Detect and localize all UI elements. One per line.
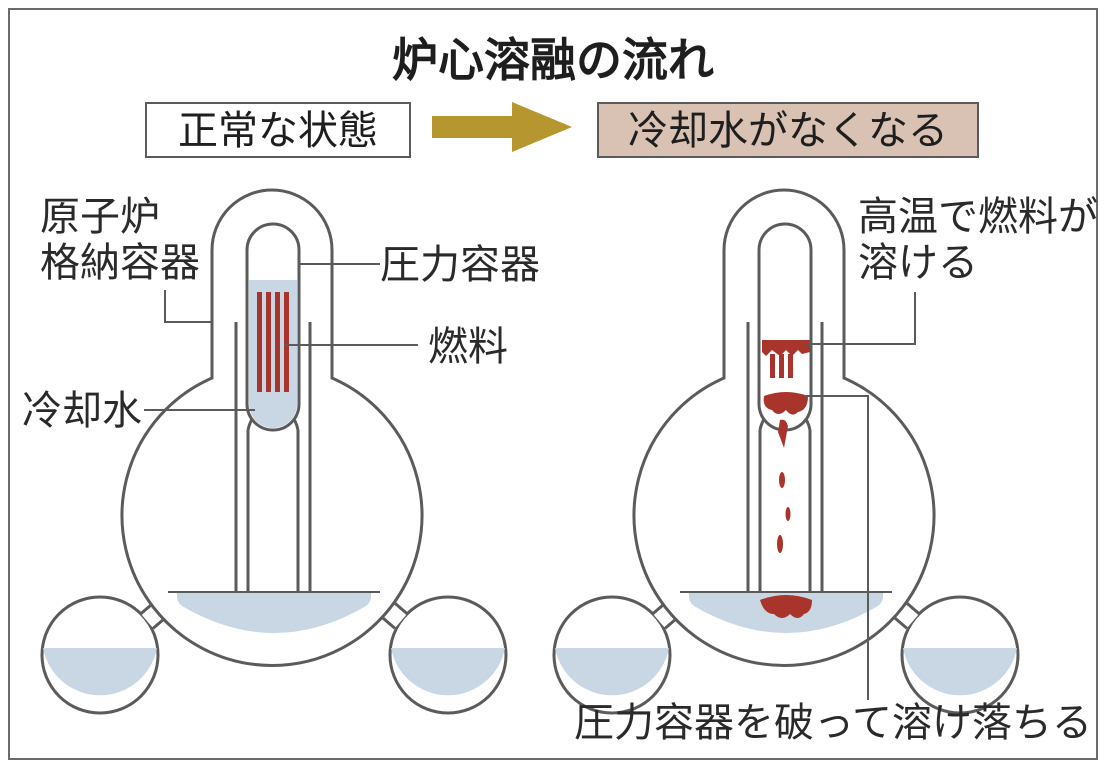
suppression-pool-left-2 <box>552 595 672 715</box>
pressure-vessel-label: 圧力容器 <box>380 242 540 288</box>
normal-stage-label: 正常な状態 <box>178 108 378 154</box>
suppression-pool-right-2 <box>900 595 1020 715</box>
loss-stage-label: 冷却水がなくなる <box>628 108 948 154</box>
molten-fuel <box>760 340 812 618</box>
coolant-label: 冷却水 <box>22 388 142 434</box>
title: 炉心溶融の流れ <box>392 33 714 87</box>
diagram-frame <box>8 8 1098 760</box>
flow-arrow <box>432 102 572 152</box>
containment-label-2: 格納容器 <box>40 240 200 286</box>
fuel-label: 燃料 <box>428 324 508 370</box>
suppression-pool-right <box>388 595 508 715</box>
fuel-rods <box>257 292 289 392</box>
breach-label: 圧力容器を破って溶け落ちる <box>574 700 1092 746</box>
melt-label-1: 高温で燃料が <box>858 194 1098 240</box>
meltdown-reactor: 高温で燃料が 溶ける 圧力容器を破って溶け落ちる <box>552 188 1098 746</box>
normal-reactor: 原子炉 格納容器 圧力容器 燃料 冷却水 <box>22 188 540 715</box>
loss-stage-box <box>597 102 979 158</box>
suppression-pool-left <box>40 595 160 715</box>
pressure-vessel-2 <box>757 222 813 432</box>
normal-stage-box <box>145 102 411 158</box>
melt-label-2: 溶ける <box>858 240 978 286</box>
containment-label-1: 原子炉 <box>40 194 160 240</box>
